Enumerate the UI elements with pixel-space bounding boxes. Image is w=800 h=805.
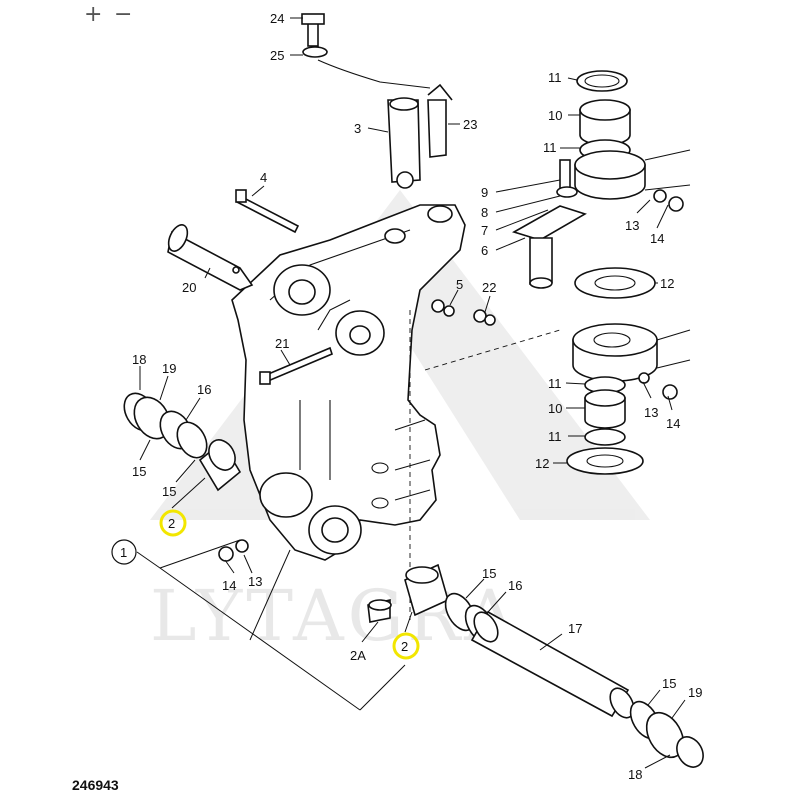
callout-11-top[interactable]: 11 <box>548 70 562 85</box>
zoom-out-button[interactable]: − <box>114 2 133 27</box>
drawing-reference-number: 246943 <box>72 777 119 793</box>
callout-11-upper[interactable]: 11 <box>543 140 557 155</box>
callout-12-upper[interactable]: 12 <box>660 276 674 291</box>
callout-14-bottom[interactable]: 14 <box>222 578 236 593</box>
callout-2A[interactable]: 2A <box>350 648 366 663</box>
callout-10-top[interactable]: 10 <box>548 108 562 123</box>
callout-19-right[interactable]: 19 <box>688 685 702 700</box>
callout-14-upper[interactable]: 14 <box>650 231 664 246</box>
assembly-1-circle <box>111 539 137 565</box>
callout-12-lower[interactable]: 12 <box>535 456 549 471</box>
callout-11-lower[interactable]: 11 <box>548 429 562 444</box>
callout-13-upper[interactable]: 13 <box>625 218 639 233</box>
callout-22[interactable]: 22 <box>482 280 496 295</box>
highlight-ring-2-lower <box>392 632 420 660</box>
callout-16-left[interactable]: 16 <box>197 382 211 397</box>
callout-15-lower[interactable]: 15 <box>482 566 496 581</box>
chain-pin-assembly <box>301 13 453 189</box>
callout-13-lower[interactable]: 13 <box>644 405 658 420</box>
callout-10-lower[interactable]: 10 <box>548 401 562 416</box>
callout-23[interactable]: 23 <box>463 117 477 132</box>
callout-1[interactable]: 1 <box>120 545 127 560</box>
callout-15-left-a[interactable]: 15 <box>132 464 146 479</box>
lower-pin-set <box>367 563 704 768</box>
callout-3[interactable]: 3 <box>354 121 361 136</box>
leader-lines <box>136 17 686 769</box>
lower-bearing-stack <box>566 267 691 475</box>
upper-bearing-stack <box>574 70 691 212</box>
callout-9[interactable]: 9 <box>481 185 488 200</box>
callout-18-right[interactable]: 18 <box>628 767 642 782</box>
bolt-21 <box>259 346 333 385</box>
callout-5[interactable]: 5 <box>456 277 463 292</box>
callout-20[interactable]: 20 <box>182 280 196 295</box>
callout-21[interactable]: 21 <box>275 336 289 351</box>
nuts-5-22 <box>431 299 496 326</box>
callout-17[interactable]: 17 <box>568 621 582 636</box>
swing-frame <box>231 204 561 620</box>
callout-6[interactable]: 6 <box>481 243 488 258</box>
callout-14-lower[interactable]: 14 <box>666 416 680 431</box>
callout-11-mid[interactable]: 11 <box>548 376 562 391</box>
callout-labels: 24 25 3 23 4 20 21 5 22 9 8 7 6 11 10 11… <box>120 11 702 782</box>
callout-15-left-b[interactable]: 15 <box>162 484 176 499</box>
callout-16-lower[interactable]: 16 <box>508 578 522 593</box>
callout-7[interactable]: 7 <box>481 223 488 238</box>
callout-8[interactable]: 8 <box>481 205 488 220</box>
callout-25[interactable]: 25 <box>270 48 284 63</box>
callout-4[interactable]: 4 <box>260 170 267 185</box>
pin-6-bracket <box>511 159 587 289</box>
callout-18-left[interactable]: 18 <box>132 352 146 367</box>
left-bushing-set <box>123 392 249 562</box>
callout-24[interactable]: 24 <box>270 11 284 26</box>
zoom-in-button[interactable]: + <box>84 2 103 27</box>
callout-2-left[interactable]: 2 <box>168 516 175 531</box>
callout-19-left[interactable]: 19 <box>162 361 176 376</box>
bolt-4 <box>235 189 300 234</box>
callout-2-lower[interactable]: 2 <box>401 639 408 654</box>
pin-20 <box>167 224 254 291</box>
callout-13-bottom[interactable]: 13 <box>248 574 262 589</box>
callout-15-right[interactable]: 15 <box>662 676 676 691</box>
highlight-ring-2-left <box>159 509 187 537</box>
